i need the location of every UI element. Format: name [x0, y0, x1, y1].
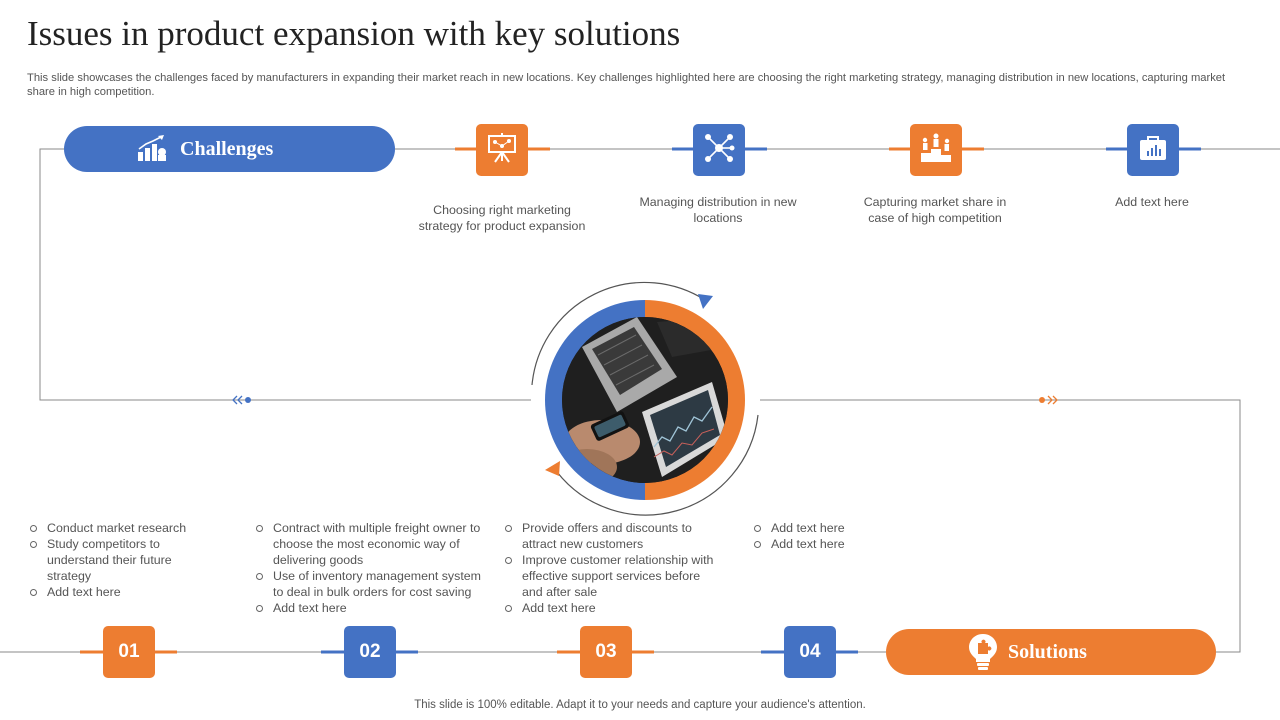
challenges-label: Challenges [180, 137, 274, 160]
challenge-2-label: Managing distribution in new locations [639, 195, 797, 225]
challenge-4-label: Add text here [1115, 195, 1189, 209]
solutions-pill: Solutions [886, 629, 1216, 675]
challenge-3-label: Capturing market share in case of high c… [863, 195, 1007, 225]
challenge-4-box [1127, 124, 1179, 176]
right-chevron-marker [1039, 395, 1058, 405]
list-item: Improve customer relationship with effec… [503, 552, 718, 600]
solution-4-bullets: Add text here Add text here [752, 520, 902, 552]
briefcase-icon [1138, 134, 1168, 167]
solution-3-bullets: Provide offers and discounts to attract … [503, 520, 718, 616]
list-item: Study competitors to understand their fu… [28, 536, 218, 584]
center-circle [545, 300, 745, 500]
lightbulb-puzzle-icon [968, 633, 998, 671]
step-01-box: 01 [103, 626, 155, 678]
list-item: Contract with multiple freight owner to … [254, 520, 489, 568]
left-chevron-marker [232, 395, 251, 405]
network-icon [703, 132, 735, 169]
list-item: Add text here [28, 584, 218, 600]
footer-note: This slide is 100% editable. Adapt it to… [414, 699, 866, 711]
list-item: Add text here [752, 536, 902, 552]
podium-icon [919, 132, 953, 169]
growth-chart-icon [136, 135, 170, 163]
step-04-box: 04 [784, 626, 836, 678]
list-item: Add text here [503, 600, 718, 616]
list-item: Provide offers and discounts to attract … [503, 520, 718, 552]
page-title: Issues in product expansion with key sol… [27, 14, 681, 53]
solution-1-bullets: Conduct market research Study competitor… [28, 520, 218, 600]
list-item: Use of inventory management system to de… [254, 568, 489, 600]
page-subtitle: This slide showcases the challenges face… [27, 72, 1226, 98]
challenge-2-box [693, 124, 745, 176]
step-03-box: 03 [580, 626, 632, 678]
solution-2-bullets: Contract with multiple freight owner to … [254, 520, 489, 616]
presentation-board-icon [486, 132, 518, 168]
challenge-3-box [910, 124, 962, 176]
laptop-phone-image [562, 317, 728, 483]
list-item: Add text here [254, 600, 489, 616]
challenges-pill: Challenges [64, 126, 395, 172]
list-item: Conduct market research [28, 520, 218, 536]
step-02-box: 02 [344, 626, 396, 678]
challenge-1-label: Choosing right marketing strategy for pr… [418, 203, 586, 233]
challenge-1-box [476, 124, 528, 176]
solutions-label: Solutions [1008, 640, 1087, 663]
list-item: Add text here [752, 520, 902, 536]
